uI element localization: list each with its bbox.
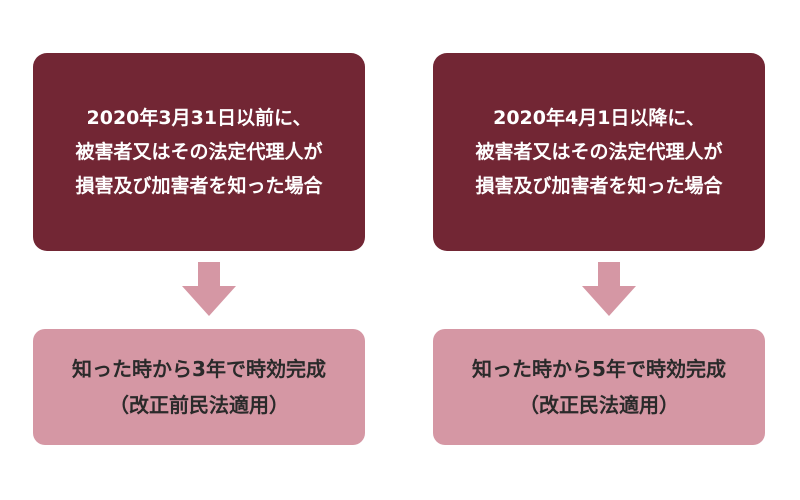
left-result-line-2: （改正前民法適用） bbox=[109, 393, 289, 417]
right-result-line-1: 知った時から5年で時効完成 bbox=[472, 357, 726, 381]
right-condition-line-3: 損害及び加害者を知った場合 bbox=[475, 175, 723, 197]
right-condition-line-2: 被害者又はその法定代理人が bbox=[475, 141, 723, 163]
right-result-line-2: （改正民法適用） bbox=[519, 393, 679, 417]
arrow-down-icon bbox=[182, 262, 236, 316]
right-condition-line-1: 2020年4月1日以降に、 bbox=[493, 107, 705, 129]
left-result-line-1: 知った時から3年で時効完成 bbox=[72, 357, 326, 381]
left-condition-line-3: 損害及び加害者を知った場合 bbox=[75, 175, 323, 197]
right-result-box: 知った時から5年で時効完成 （改正民法適用） bbox=[433, 329, 765, 445]
arrow-down-icon bbox=[582, 262, 636, 316]
left-condition-box: 2020年3月31日以前に、 被害者又はその法定代理人が 損害及び加害者を知った… bbox=[33, 53, 365, 251]
right-condition-box: 2020年4月1日以降に、 被害者又はその法定代理人が 損害及び加害者を知った場… bbox=[433, 53, 765, 251]
left-condition-line-1: 2020年3月31日以前に、 bbox=[86, 107, 312, 129]
left-result-box: 知った時から3年で時効完成 （改正前民法適用） bbox=[33, 329, 365, 445]
left-condition-line-2: 被害者又はその法定代理人が bbox=[75, 141, 323, 163]
